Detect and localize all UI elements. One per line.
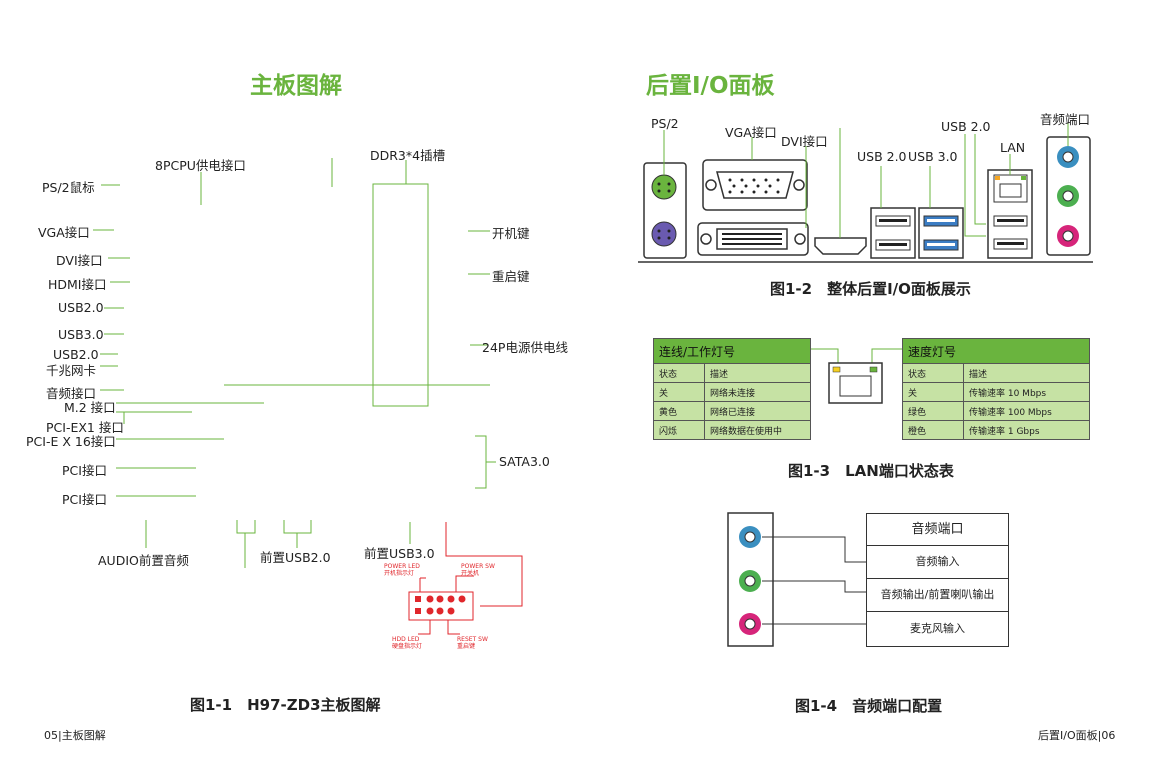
speed-table-cell: 传输速率 10 Mbps: [963, 382, 1090, 402]
audio-config-item: 音频输入: [867, 546, 1008, 579]
link-table-cell: 关: [653, 382, 705, 402]
label-audio-front: AUDIO前置音频: [98, 553, 189, 568]
label-pciex1: PCI-EX1 接口: [46, 420, 124, 435]
left-page-title: 主板图解: [250, 73, 342, 99]
hdd-led-cn: 硬盘指示灯: [392, 643, 423, 650]
label-24p-power: 24P电源供电线: [482, 340, 568, 355]
label-usb30-front: 前置USB3.0: [364, 546, 435, 561]
label-reset-button: 重启键: [492, 269, 530, 284]
footer-left: 05|主板图解: [44, 729, 106, 742]
label-sata3: SATA3.0: [499, 454, 550, 469]
link-table-title: 连线/工作灯号: [653, 338, 811, 364]
power-led-cn: 开机指示灯: [384, 570, 415, 577]
label-reset-sw: RESET SW 重启键: [457, 636, 488, 650]
label-ps2-mouse: PS/2鼠标: [42, 180, 95, 195]
label-vga: VGA接口: [38, 225, 90, 240]
label-dvi: DVI接口: [56, 253, 103, 268]
reset-sw-en: RESET SW: [457, 636, 488, 643]
speed-table-cell: 传输速率 1 Gbps: [963, 420, 1090, 440]
label-cpu-power: 8PCPU供电接口: [155, 158, 246, 173]
link-table-header-desc: 描述: [704, 363, 811, 383]
speed-table-title: 速度灯号: [902, 338, 1090, 364]
label-hdd-led: HDD LED 硬盘指示灯: [392, 636, 422, 650]
speed-table-cell: 绿色: [902, 401, 964, 421]
caption-audio-config: 图1-4 音频端口配置: [795, 697, 943, 715]
link-status-table: 连线/工作灯号 状态描述 关网络未连接 黄色网络已连接 闪烁网络数据在使用中: [653, 338, 811, 440]
footer-right: 后置I/O面板|06: [1038, 729, 1116, 742]
speed-table-cell: 传输速率 100 Mbps: [963, 401, 1090, 421]
label-m2: M.2 接口: [64, 400, 116, 415]
reset-sw-cn: 重启键: [457, 643, 476, 650]
label-hdmi: HDMI接口: [48, 277, 107, 292]
label-gigabit-lan: 千兆网卡: [46, 363, 97, 378]
speed-table-header-state: 状态: [902, 363, 964, 383]
caption-lan-status: 图1-3 LAN端口状态表: [788, 462, 954, 480]
label-power-led: POWER LED 开机指示灯: [384, 563, 420, 577]
speed-table-cell: 关: [902, 382, 964, 402]
link-table-header-state: 状态: [653, 363, 705, 383]
label-power-button: 开机键: [492, 226, 530, 241]
front-panel-pins: [415, 595, 466, 615]
label-ddr3-slots: DDR3*4插槽: [370, 148, 446, 163]
caption-motherboard: 图1-1 H97-ZD3主板图解: [190, 696, 381, 714]
label-usb20-rear-a: USB2.0: [58, 300, 104, 315]
io-label-ps2: PS/2: [651, 116, 679, 131]
label-usb30-rear: USB3.0: [58, 327, 104, 342]
label-pci-a: PCI接口: [62, 463, 107, 478]
label-usb20-front: 前置USB2.0: [260, 550, 331, 565]
io-label-lan: LAN: [1000, 140, 1026, 155]
io-label-dvi: DVI接口: [781, 134, 828, 149]
speed-table-header-desc: 描述: [963, 363, 1090, 383]
link-table-cell: 网络数据在使用中: [704, 420, 811, 440]
link-table-cell: 闪烁: [653, 420, 705, 440]
power-led-en: POWER LED: [384, 563, 420, 570]
label-pciex16: PCI-E X 16接口: [26, 434, 116, 449]
label-pci-b: PCI接口: [62, 492, 107, 507]
power-sw-cn: 开关机: [461, 570, 480, 577]
audio-config-table: 音频端口 音频输入 音频输出/前置喇叭输出 麦克风输入: [866, 513, 1009, 647]
right-page-title: 后置I/O面板: [646, 73, 775, 99]
speed-status-table: 速度灯号 状态描述 关传输速率 10 Mbps 绿色传输速率 100 Mbps …: [902, 338, 1090, 440]
io-label-usb30: USB 3.0: [908, 149, 958, 164]
io-label-vga: VGA接口: [725, 125, 777, 140]
io-label-audio: 音频端口: [1040, 112, 1091, 127]
audio-config-item: 音频输出/前置喇叭输出: [867, 579, 1008, 612]
link-table-cell: 黄色: [653, 401, 705, 421]
label-power-sw: POWER SW 开关机: [461, 563, 495, 577]
ddr3-slot-outline: [372, 183, 429, 407]
io-label-usb20-top: USB 2.0: [941, 119, 991, 134]
audio-config-item: 麦克风输入: [910, 622, 965, 635]
label-usb20-rear-b: USB2.0: [53, 347, 99, 362]
link-table-cell: 网络未连接: [704, 382, 811, 402]
hdd-led-en: HDD LED: [392, 636, 420, 643]
io-label-usb20: USB 2.0: [857, 149, 907, 164]
power-sw-en: POWER SW: [461, 563, 495, 570]
front-panel-header-outline: [408, 591, 474, 621]
link-table-cell: 网络已连接: [704, 401, 811, 421]
caption-io-panel: 图1-2 整体后置I/O面板展示: [770, 280, 971, 298]
speed-table-cell: 橙色: [902, 420, 964, 440]
audio-config-header: 音频端口: [867, 514, 1008, 546]
label-audio-jack: 音频接口: [46, 386, 97, 401]
